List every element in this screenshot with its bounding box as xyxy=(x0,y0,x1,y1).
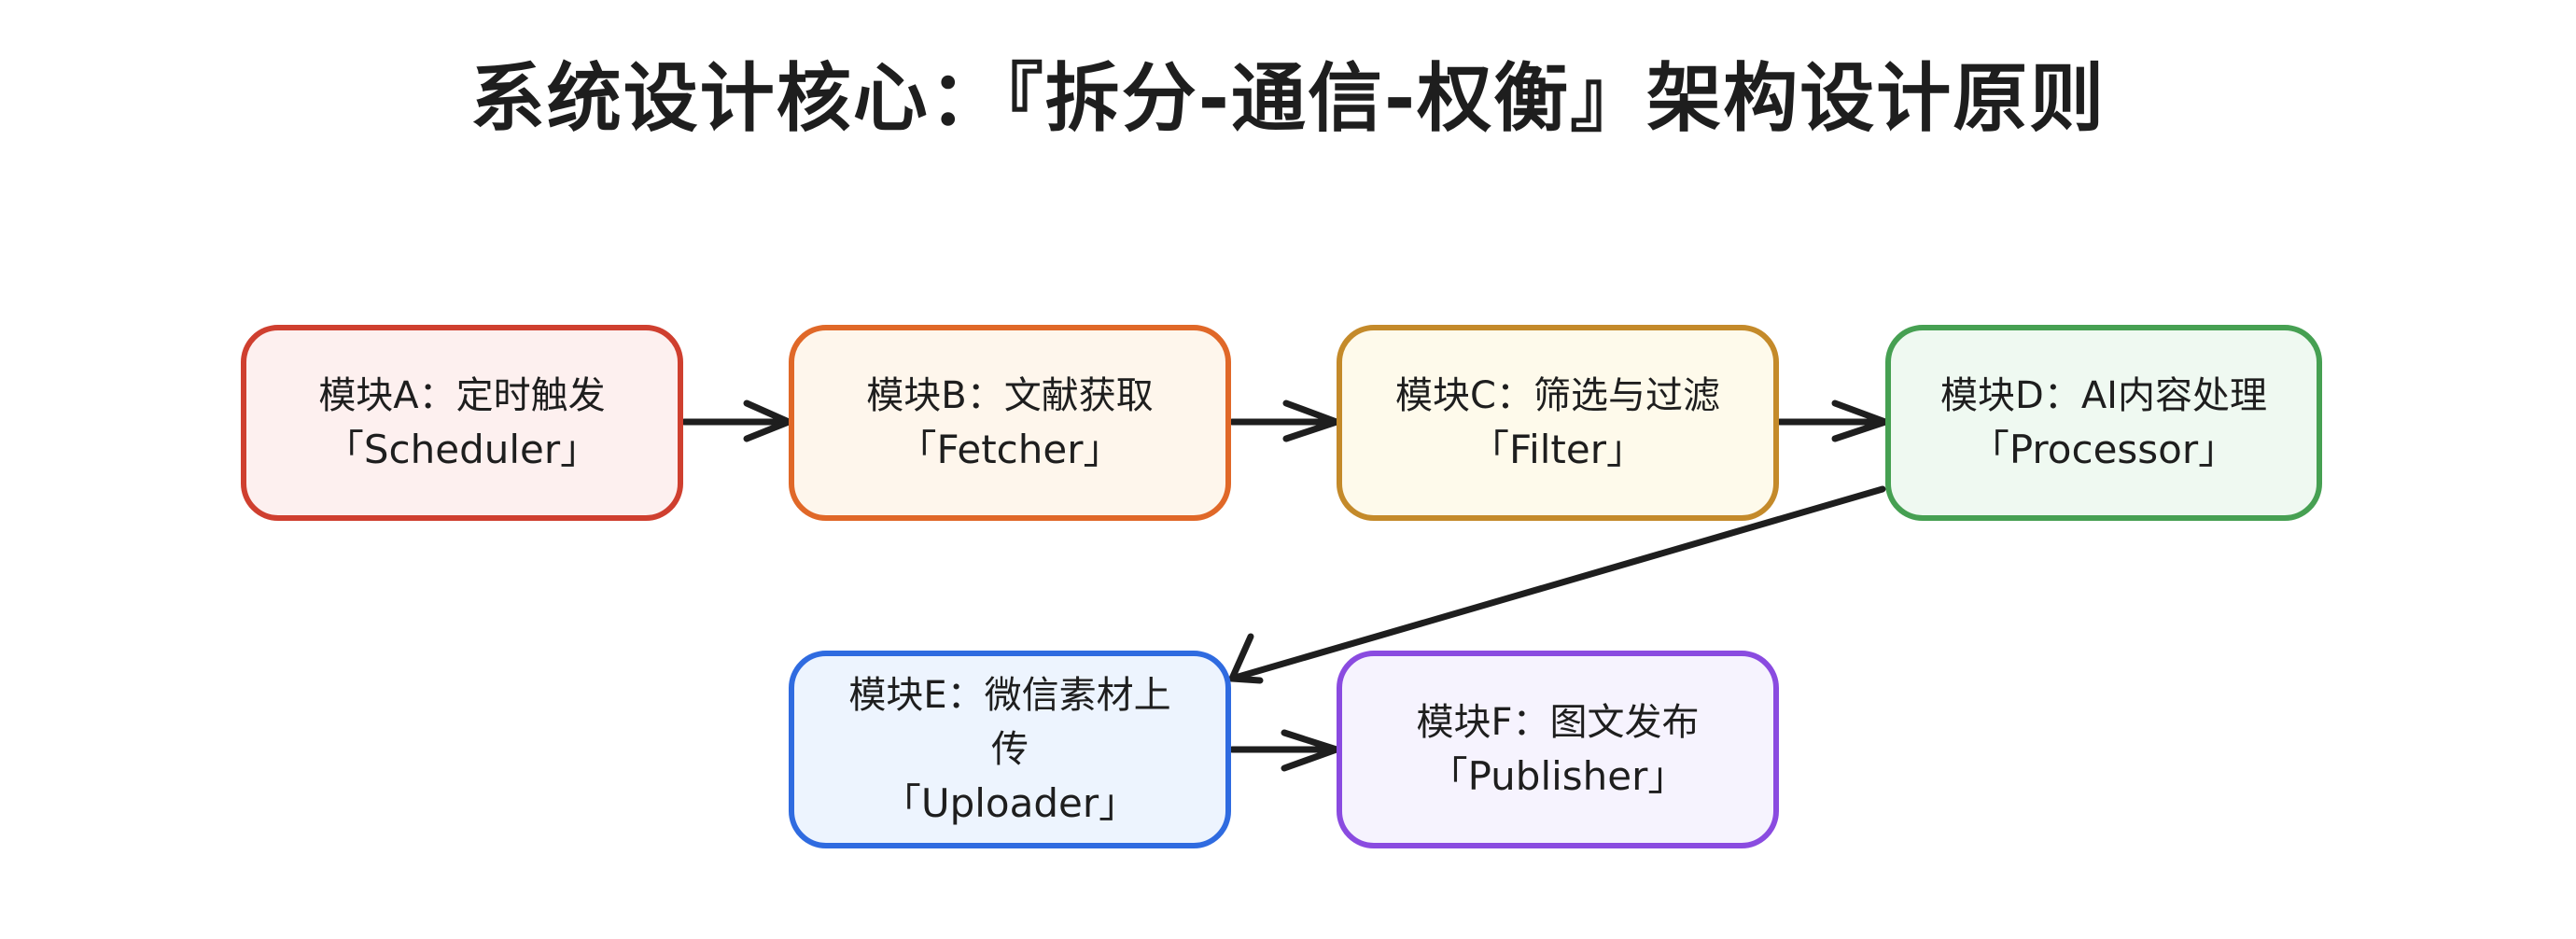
node-uploader[interactable]: 模块E：微信素材上 传 「Uploader」 xyxy=(789,651,1231,848)
diagram-title: 系统设计核心：『拆分-通信-权衡』架构设计原则 xyxy=(469,55,2107,142)
node-label: 模块F：图文发布 xyxy=(1416,701,1700,744)
node-sublabel: 「Uploader」 xyxy=(881,780,1139,826)
node-sublabel: 「Scheduler」 xyxy=(324,427,600,472)
node-sublabel: 「Filter」 xyxy=(1469,427,1646,472)
node-label-line-1: 模块E：微信素材上 xyxy=(848,674,1171,717)
edge-e-f xyxy=(1228,729,1340,772)
node-fetcher[interactable]: 模块B：文献获取 「Fetcher」 xyxy=(789,325,1231,521)
node-processor[interactable]: 模块D：AI内容处理 「Processor」 xyxy=(1885,325,2322,521)
node-filter[interactable]: 模块C：筛选与过滤 「Filter」 xyxy=(1337,325,1779,521)
edge-a-b xyxy=(680,399,792,442)
node-sublabel: 「Processor」 xyxy=(1969,427,2238,472)
node-scheduler[interactable]: 模块A：定时触发 「Scheduler」 xyxy=(241,325,683,521)
node-sublabel: 「Fetcher」 xyxy=(897,427,1123,472)
node-label: 模块C：筛选与过滤 xyxy=(1395,374,1720,417)
node-label-line-2: 传 xyxy=(991,728,1029,771)
node-publisher[interactable]: 模块F：图文发布 「Publisher」 xyxy=(1337,651,1779,848)
node-sublabel: 「Publisher」 xyxy=(1428,753,1687,799)
edge-b-c xyxy=(1228,399,1340,442)
node-label: 模块B：文献获取 xyxy=(866,374,1154,417)
node-label: 模块D：AI内容处理 xyxy=(1940,374,2267,417)
node-label: 模块A：定时触发 xyxy=(318,374,606,417)
edge-c-d xyxy=(1776,399,1889,442)
edge-d-e xyxy=(1228,485,1886,684)
